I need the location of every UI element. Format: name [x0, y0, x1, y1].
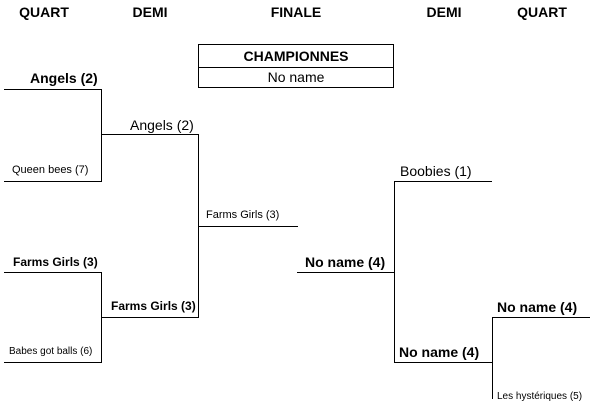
right-demi-team-2: No name (4)	[399, 344, 480, 360]
left-quart-team-3: Farms Girls (3)	[13, 255, 98, 269]
left-demi-line-1	[101, 134, 199, 135]
header-finale: FINALE	[270, 4, 322, 20]
right-demi-line-1	[394, 181, 492, 182]
champion-name: No name	[267, 69, 325, 85]
right-quart-connector	[492, 317, 493, 399]
header-left-demi: DEMI	[132, 4, 168, 20]
left-quart-line-2	[4, 181, 102, 182]
left-quart-team-1: Angels (2)	[30, 70, 98, 86]
header-right-quart: QUART	[517, 4, 567, 20]
left-quart-team-4: Babes got balls (6)	[9, 346, 93, 357]
left-quart-connector-1	[101, 89, 102, 181]
left-finalist: Farms Girls (3)	[206, 209, 280, 221]
right-quart-team-2: Les hystériques (5)	[497, 391, 583, 402]
left-quart-line-1	[4, 89, 102, 90]
right-quart-line-1	[492, 317, 590, 318]
right-demi-team-1: Boobies (1)	[400, 163, 472, 179]
left-demi-team-1: Angels (2)	[130, 117, 194, 133]
left-quart-team-2: Queen bees (7)	[12, 164, 89, 176]
left-quart-line-4	[4, 362, 102, 363]
left-demi-team-2: Farms Girls (3)	[111, 299, 196, 313]
right-quart-team-1: No name (4)	[497, 299, 578, 315]
right-demi-line-2	[394, 362, 492, 363]
left-quart-line-3	[4, 272, 102, 273]
right-demi-connector	[394, 181, 395, 362]
champion-box: CHAMPIONNES No name	[198, 44, 394, 88]
champion-title: CHAMPIONNES	[199, 45, 393, 68]
right-finalist: No name (4)	[305, 254, 386, 270]
right-finale-line	[297, 272, 395, 273]
left-demi-connector	[198, 134, 199, 317]
left-finale-line	[198, 226, 298, 227]
left-demi-line-2	[101, 317, 199, 318]
header-right-demi: DEMI	[426, 4, 462, 20]
header-left-quart: QUART	[19, 4, 69, 20]
